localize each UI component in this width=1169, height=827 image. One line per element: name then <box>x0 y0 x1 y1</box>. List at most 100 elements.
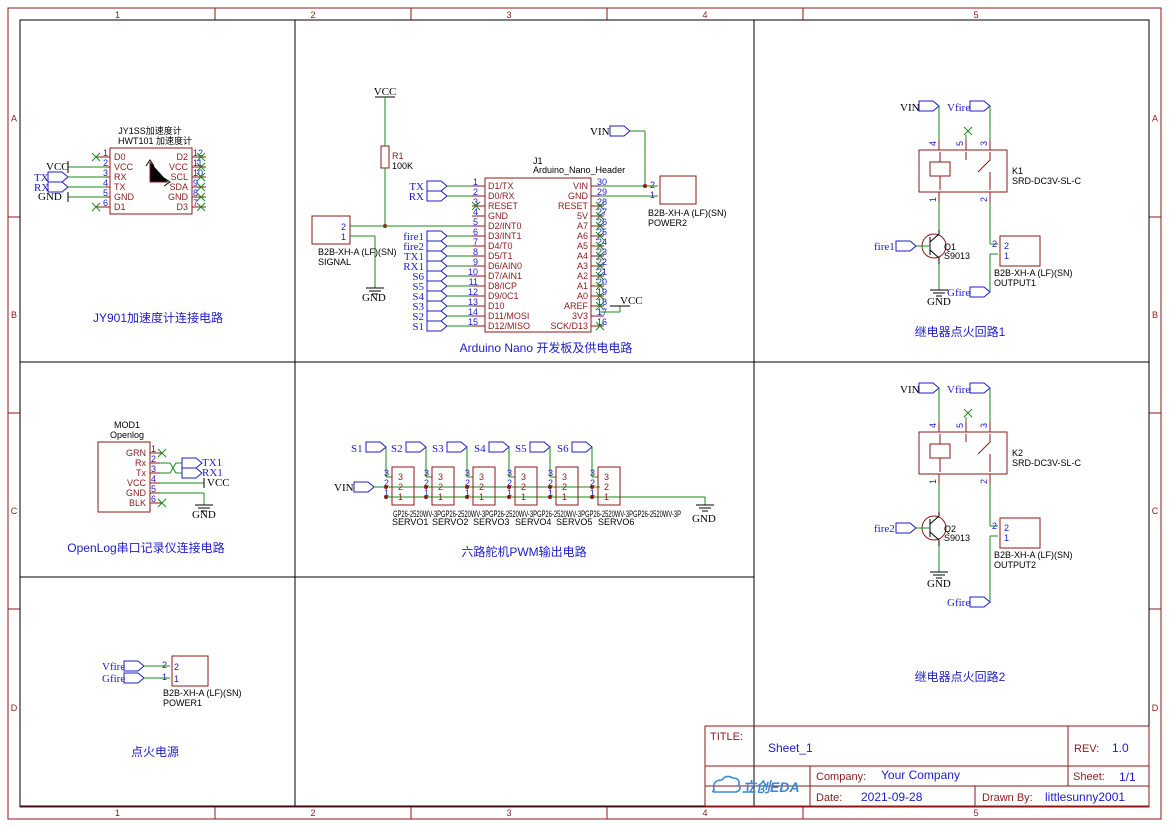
servo-pin-num: 3 <box>507 468 512 478</box>
jy901-left-pin-num: 3 <box>103 168 108 178</box>
nano-left-pin-num: 9 <box>473 257 478 267</box>
section-title-nano: Arduino Nano 开发板及供电电路 <box>460 340 633 355</box>
nano-net-flag <box>426 280 448 292</box>
servo-net-label: S2 <box>391 443 403 455</box>
relay-top-pin: 3 <box>979 141 989 146</box>
servo-net-label: S4 <box>474 443 486 455</box>
relay-top-pin: 5 <box>955 141 965 146</box>
servo-pin-num: 3 <box>590 468 595 478</box>
relay-coil <box>929 161 951 177</box>
servo-pin-num: 2 <box>548 478 553 488</box>
ruler-row-left: C <box>11 506 18 516</box>
nano-net-label: S4 <box>412 291 424 303</box>
nano-left-pin-num: 15 <box>468 317 478 327</box>
jy901-left-pin-name: D1 <box>114 202 126 212</box>
openlog-name: Openlog <box>110 430 144 440</box>
r1-value: 100K <box>392 161 413 171</box>
servo-pin-num: 1 <box>465 488 470 498</box>
servo-pin-name: 1 <box>562 492 567 502</box>
output-connector <box>999 235 1041 267</box>
servo-pin-name: 3 <box>479 472 484 482</box>
nano-left-pin-name: D0/RX <box>488 191 515 201</box>
jy901-right-pin-name: GND <box>168 192 189 202</box>
servo-pin-num: 2 <box>507 478 512 488</box>
openlog-pin-num: 6 <box>151 494 156 504</box>
servo-pin-name: 1 <box>398 492 403 502</box>
jy901-right-pin-name: SCL <box>170 172 188 182</box>
output-pin2-inner: 2 <box>1004 523 1009 533</box>
relay-vin-label: VIN <box>900 102 920 114</box>
resistor-r1 <box>380 145 390 169</box>
servo-pin-num: 3 <box>424 468 429 478</box>
relay-top-pin: 4 <box>928 141 938 146</box>
nano-left-pin-name: D12/MISO <box>488 321 530 331</box>
openlog-pin-num: 2 <box>151 454 156 464</box>
openlog-pin-name: BLK <box>129 498 146 508</box>
servo-pin-num: 3 <box>465 468 470 478</box>
power2-pin1: 1 <box>650 190 655 200</box>
servo-pin-num: 1 <box>384 488 389 498</box>
jy901-left-pin-num: 1 <box>103 148 108 158</box>
nano-net-flag <box>426 240 448 252</box>
nano-right-pin-name: SCK/D13 <box>550 321 588 331</box>
openlog-pin-name: Rx <box>135 458 146 468</box>
power2-ref: B2B-XH-A (LF)(SN) <box>648 208 727 218</box>
output-pin1-inner: 1 <box>1004 533 1009 543</box>
nano-right-pin-num: 26 <box>597 217 607 227</box>
relay-value: SRD-DC3V-SL-C <box>1012 458 1082 468</box>
nano-net-label: S5 <box>412 281 424 293</box>
nano-right-pin-num: 29 <box>597 187 607 197</box>
nano-left-pin-name: D11/MOSI <box>488 311 529 321</box>
jy901-right-pin-num: 10 <box>193 168 203 178</box>
nano-right-pin-name: AREF <box>564 301 589 311</box>
power1-pin2-inner: 2 <box>174 662 179 672</box>
nano-left-pin-name: GND <box>488 211 509 221</box>
ruler-row-right: A <box>1152 114 1158 124</box>
transistor-value: S9013 <box>944 533 970 543</box>
nano-net-flag <box>426 320 448 332</box>
relay-top-pin: 5 <box>955 423 965 428</box>
openlog-pin-name: GND <box>126 488 147 498</box>
openlog-gnd: GND <box>192 509 216 521</box>
servo-pin-name: 2 <box>521 482 526 492</box>
relay-vin-label: VIN <box>900 384 920 396</box>
servo-gnd: GND <box>692 513 716 525</box>
arduino-nano-body <box>484 177 592 333</box>
nano-left-pin-num: 8 <box>473 247 478 257</box>
nano-right-pin-num: 24 <box>597 237 607 247</box>
openlog-pin-name: VCC <box>127 478 147 488</box>
jy901-left-pin-num: 2 <box>103 158 108 168</box>
nano-right-pin-name: A4 <box>577 251 588 261</box>
nano-net-label: fire1 <box>403 231 424 243</box>
nano-left-pin-name: RESET <box>488 201 519 211</box>
nano-right-pin-num: 16 <box>597 317 607 327</box>
section-title-openlog: OpenLog串口记录仪连接电路 <box>67 540 224 555</box>
nano-right-pin-name: A2 <box>577 271 588 281</box>
relay-fire-label: fire2 <box>874 523 895 535</box>
servo-body <box>472 466 496 506</box>
power1-gfire: Gfire <box>102 673 125 685</box>
relay-body <box>918 149 1008 193</box>
tb-date-label: Date: <box>816 792 842 804</box>
nano-net-label: S3 <box>412 301 424 313</box>
signal-pin1: 1 <box>341 232 346 242</box>
openlog-vcc: VCC <box>207 477 230 489</box>
jy901-left-pin-num: 4 <box>103 178 108 188</box>
nano-right-pin-num: 19 <box>597 287 607 297</box>
servo-pin-name: 1 <box>604 492 609 502</box>
tb-rev: 1.0 <box>1112 741 1129 755</box>
nano-left-pin-num: 3 <box>473 197 478 207</box>
relay-bot-pin: 1 <box>928 479 938 484</box>
servo-net-label: S3 <box>432 443 444 455</box>
nano-vcc-right: VCC <box>620 295 643 307</box>
servo-body <box>555 466 579 506</box>
servo-pin-name: 3 <box>562 472 567 482</box>
nano-right-pin-name: A3 <box>577 261 588 271</box>
servo-part-labels: GP26-2520WV-3PGP26-2520WV-3PGP26-2520WV-… <box>393 509 681 519</box>
title-block: TITLE: Sheet_1 REV: 1.0 立创EDA Company: Y… <box>704 725 1150 807</box>
